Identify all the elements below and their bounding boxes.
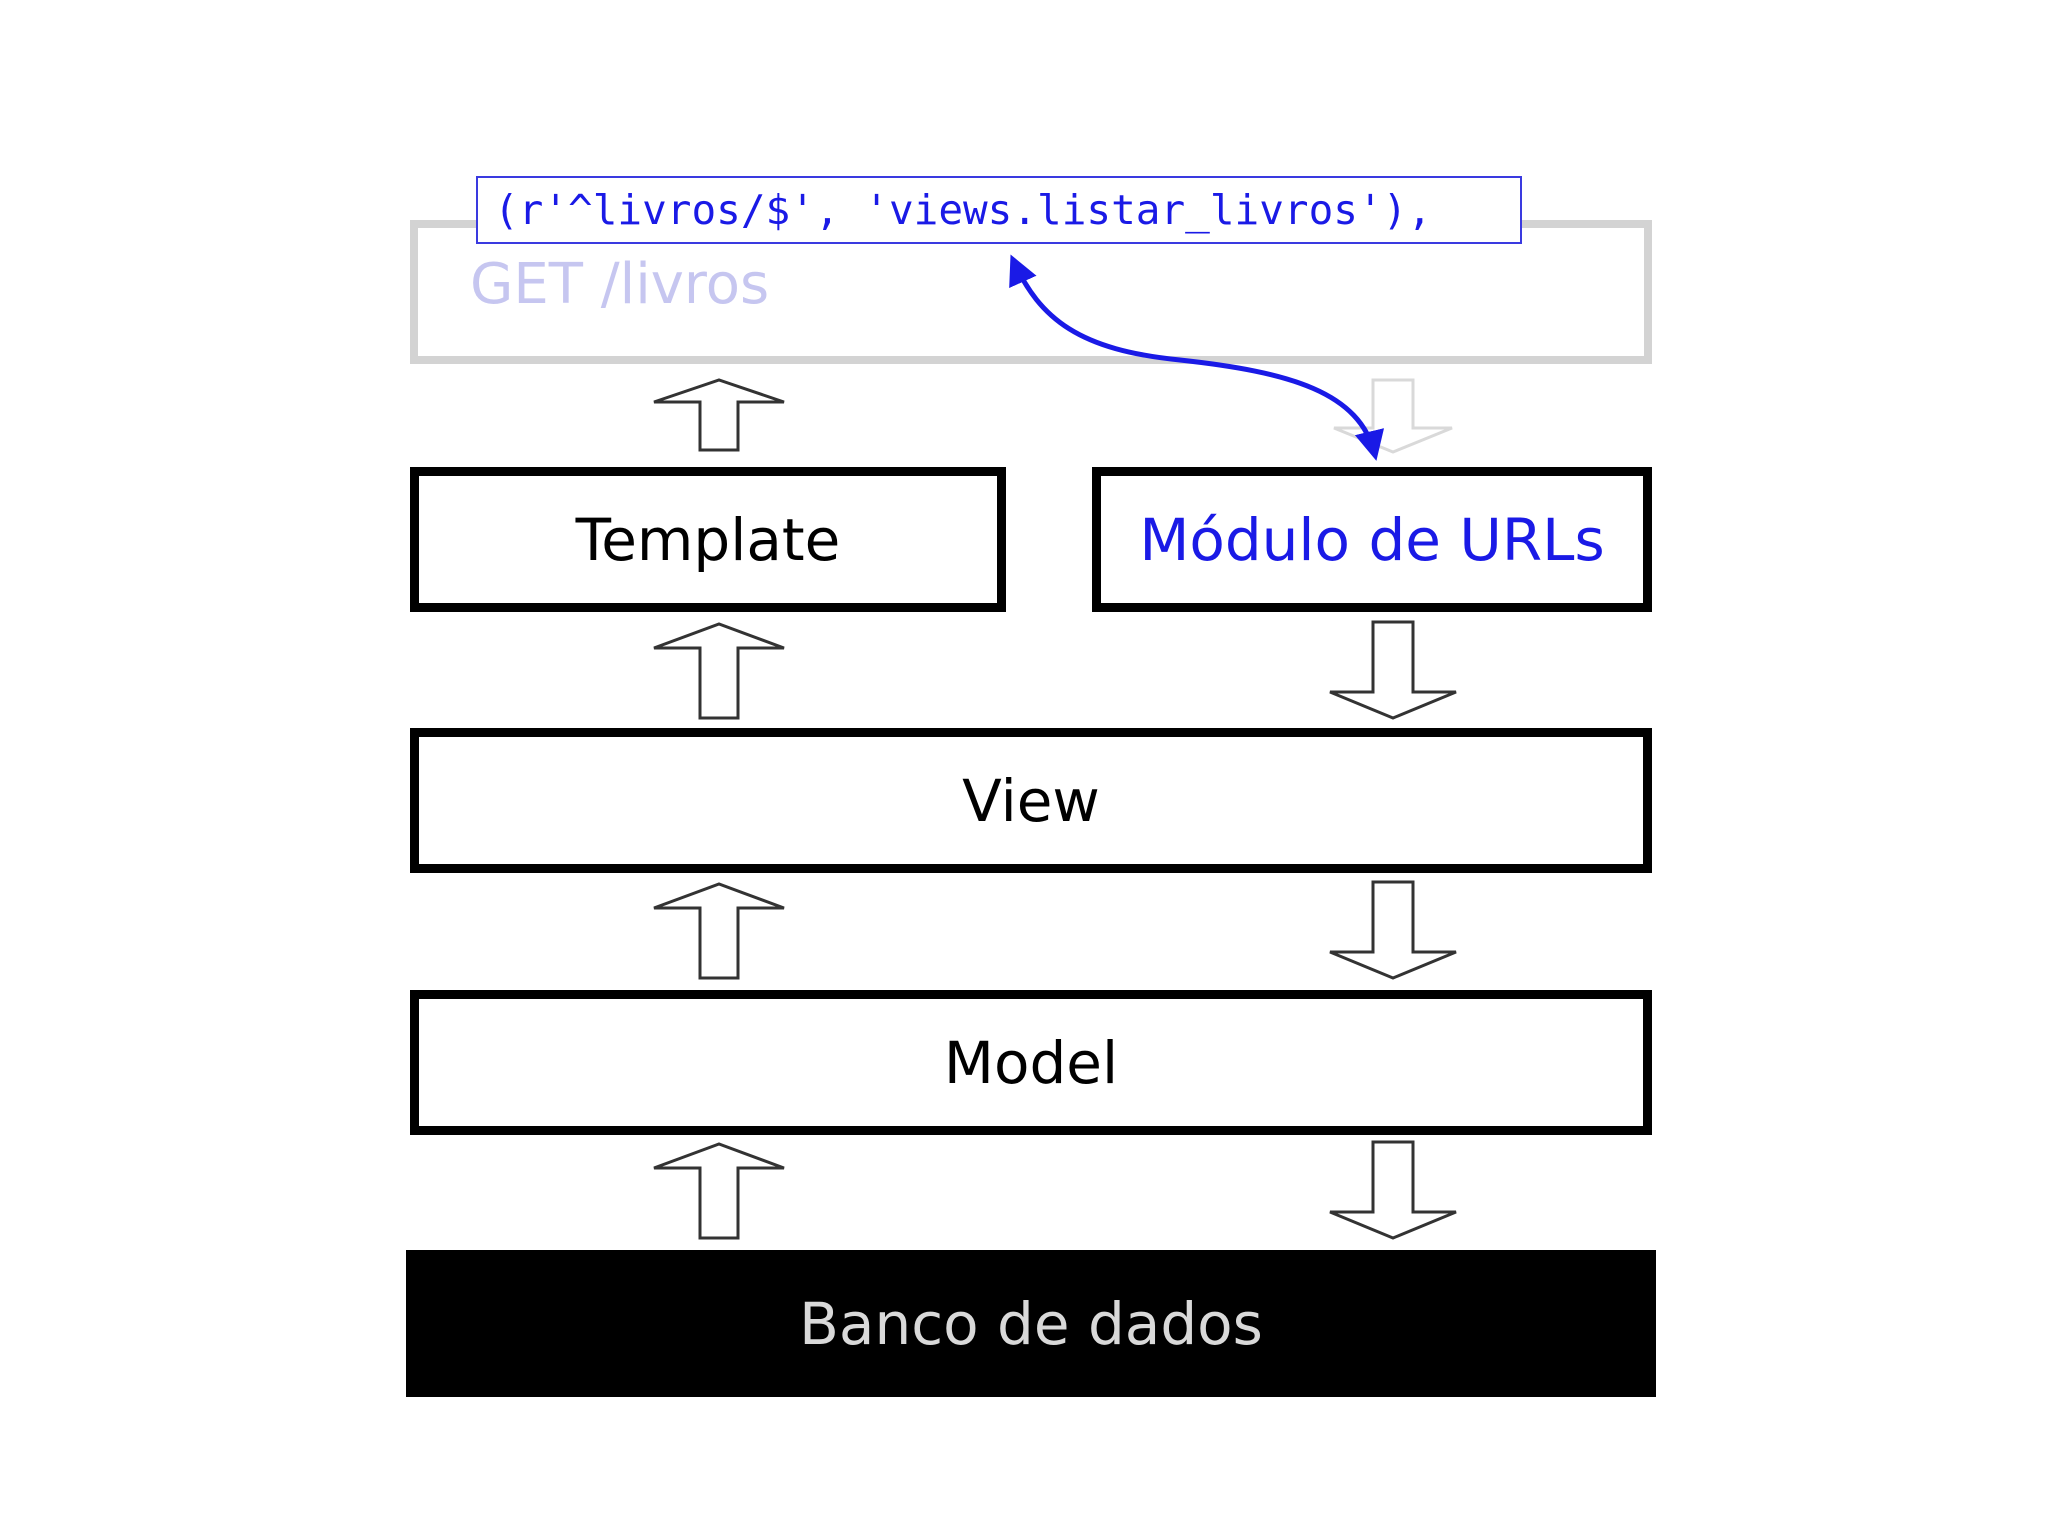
down-arrow-icon xyxy=(1329,880,1457,980)
model-box: Model xyxy=(410,990,1652,1135)
url-pattern-code: (r'^livros/$', 'views.listar_livros'), xyxy=(476,176,1522,244)
database-box: Banco de dados xyxy=(406,1250,1656,1397)
template-box: Template xyxy=(410,467,1006,612)
up-arrow-icon xyxy=(653,622,785,720)
http-request-label: GET /livros xyxy=(470,252,770,317)
view-label: View xyxy=(962,766,1100,835)
up-arrow-icon xyxy=(653,882,785,980)
url-module-box: Módulo de URLs xyxy=(1092,467,1652,612)
up-arrow-icon xyxy=(653,1142,785,1240)
faded-down-arrow-icon xyxy=(1333,378,1453,454)
template-label: Template xyxy=(575,505,841,574)
url-module-label: Módulo de URLs xyxy=(1139,505,1605,574)
model-label: Model xyxy=(943,1028,1119,1097)
down-arrow-icon xyxy=(1329,620,1457,720)
down-arrow-icon xyxy=(1329,1140,1457,1240)
view-box: View xyxy=(410,728,1652,873)
database-label: Banco de dados xyxy=(799,1289,1263,1358)
up-arrow-icon xyxy=(653,378,785,452)
